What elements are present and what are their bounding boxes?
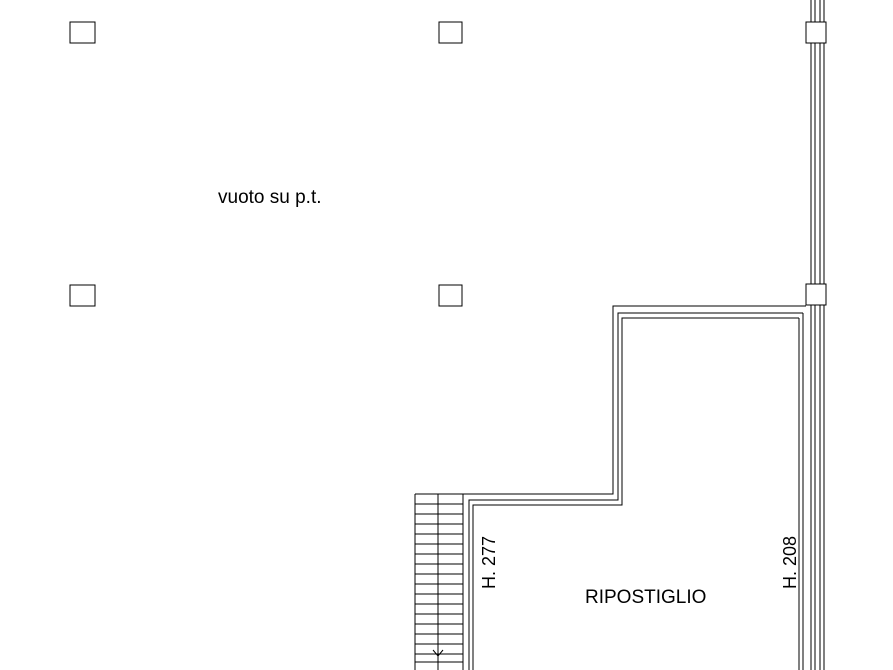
room-label: RIPOSTIGLIO (585, 587, 706, 608)
wall-pier-top (805, 21, 827, 44)
wall-pier-mid (805, 283, 827, 306)
staircase (414, 493, 463, 670)
height-label-right: H. 208 (780, 536, 800, 589)
stair-direction-arrow-icon (432, 649, 444, 657)
column-mid-center (438, 284, 463, 307)
column-top-center (438, 21, 463, 44)
storage-room-walls (462, 305, 806, 670)
columns (69, 21, 463, 307)
column-top-left (69, 21, 96, 44)
height-label-left: H. 277 (479, 536, 499, 589)
void-label: vuoto su p.t. (218, 187, 322, 208)
column-mid-left (69, 284, 96, 307)
exterior-wall-right (805, 0, 827, 670)
